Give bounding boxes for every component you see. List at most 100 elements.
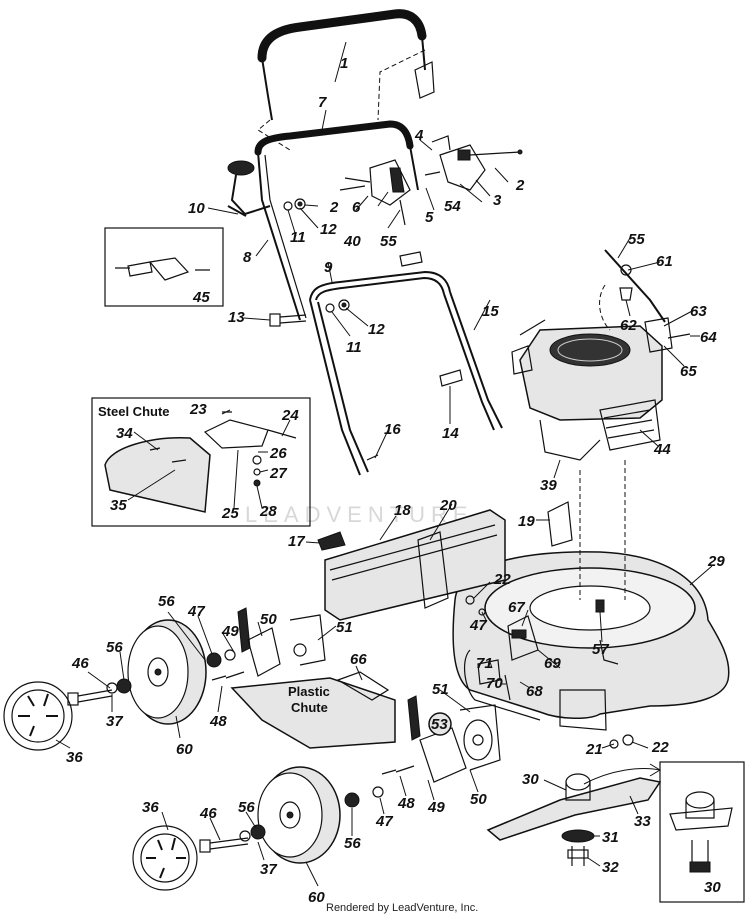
- middle-handle: [254, 120, 419, 321]
- callout-35: 35: [110, 497, 127, 514]
- callout-13: 13: [228, 309, 245, 326]
- callout-50: 50: [260, 611, 277, 628]
- handle-knob: [227, 160, 271, 217]
- callout-57: 57: [592, 641, 609, 658]
- nut-washer-21-22: [609, 734, 634, 749]
- callout-46b: 46: [199, 805, 217, 822]
- callout-60: 60: [176, 741, 193, 758]
- upper-handle: [257, 9, 435, 151]
- callout-22: 22: [493, 571, 511, 588]
- callout-51: 51: [336, 619, 353, 636]
- front-wheel: [132, 766, 384, 891]
- callout-62: 62: [620, 317, 637, 334]
- callout-10: 10: [188, 200, 205, 217]
- callout-23: 23: [189, 401, 207, 418]
- callout-33: 33: [634, 813, 651, 830]
- callout-67: 67: [508, 599, 525, 616]
- callout-56d: 56: [344, 835, 361, 852]
- callout-47b: 47: [469, 617, 487, 634]
- callouts: 1 7 4 2 3 54 5 55 40 6 2 12 11 10 8 45 9…: [66, 55, 725, 906]
- callout-28: 28: [259, 503, 277, 520]
- callout-20: 20: [439, 497, 457, 514]
- deck-hardware: [465, 595, 605, 701]
- callout-34: 34: [116, 425, 133, 442]
- callout-7: 7: [318, 94, 327, 111]
- callout-48: 48: [209, 713, 227, 730]
- callout-44: 44: [653, 441, 671, 458]
- callout-39: 39: [540, 477, 557, 494]
- lower-handle: [309, 251, 503, 476]
- rear-wheel-left: [3, 619, 236, 751]
- callout-32: 32: [602, 859, 619, 876]
- callout-36b: 36: [142, 799, 159, 816]
- plastic-chute-label-2: Chute: [291, 700, 328, 715]
- height-adjuster-right: [381, 695, 501, 783]
- throttle-cable: [599, 249, 691, 353]
- callout-46: 46: [71, 655, 89, 672]
- control-bracket: [339, 135, 523, 226]
- callout-45: 45: [192, 289, 210, 306]
- callout-56c: 56: [238, 799, 255, 816]
- callout-68: 68: [526, 683, 543, 700]
- nut-17: [317, 531, 346, 551]
- part-53-circle: [428, 712, 452, 736]
- blade-assembly: [486, 763, 662, 866]
- callout-4: 4: [414, 127, 424, 144]
- callout-5: 5: [425, 209, 434, 226]
- callout-66: 66: [350, 651, 367, 668]
- callout-25: 25: [221, 505, 239, 522]
- bolt-13: [269, 313, 307, 327]
- callout-55b: 55: [628, 231, 645, 248]
- callout-1: 1: [340, 55, 348, 72]
- plastic-chute: Plastic Chute: [230, 671, 396, 749]
- callout-30: 30: [522, 771, 539, 788]
- steel-chute-title: Steel Chute: [98, 404, 170, 419]
- callout-48b: 48: [397, 795, 415, 812]
- watermark: LEADVENTURE: [245, 502, 474, 527]
- callout-12b: 12: [368, 321, 385, 338]
- callout-56b: 56: [106, 639, 123, 656]
- detail-box-30: [659, 761, 745, 903]
- height-adjuster-left: [211, 607, 326, 681]
- callout-55: 55: [380, 233, 397, 250]
- callout-37b: 37: [260, 861, 277, 878]
- callout-26: 26: [269, 445, 287, 462]
- mower-deck: [452, 460, 730, 731]
- callout-6: 6: [352, 199, 361, 216]
- detail-box-45: [104, 227, 224, 307]
- callout-14: 14: [442, 425, 459, 442]
- washers-upper: [283, 198, 306, 211]
- callout-18: 18: [394, 502, 411, 519]
- callout-12: 12: [320, 221, 337, 238]
- callout-2b: 2: [329, 199, 339, 216]
- callout-27: 27: [269, 465, 287, 482]
- callout-50b: 50: [470, 791, 487, 808]
- callout-47: 47: [187, 603, 205, 620]
- washers-lower: [325, 299, 350, 313]
- callout-60b: 60: [308, 889, 325, 906]
- leader-lines: [55, 41, 713, 887]
- footer-credit: Rendered by LeadVenture, Inc.: [326, 902, 478, 914]
- callout-65: 65: [680, 363, 697, 380]
- callout-3: 3: [493, 192, 502, 209]
- callout-56: 56: [158, 593, 175, 610]
- callout-19: 19: [518, 513, 535, 530]
- callout-47c: 47: [375, 813, 393, 830]
- callout-37: 37: [106, 713, 123, 730]
- callout-54: 54: [444, 198, 461, 215]
- callout-30b: 30: [704, 879, 721, 896]
- callout-17: 17: [288, 533, 305, 550]
- callout-9: 9: [324, 259, 333, 276]
- callout-8: 8: [243, 249, 252, 266]
- callout-51b: 51: [432, 681, 449, 698]
- engine: [511, 319, 663, 461]
- callout-21: 21: [585, 741, 603, 758]
- callout-49b: 49: [427, 799, 445, 816]
- callout-29: 29: [707, 553, 725, 570]
- callout-2: 2: [515, 177, 525, 194]
- callout-36: 36: [66, 749, 83, 766]
- callout-64: 64: [700, 329, 717, 346]
- callout-11: 11: [290, 229, 306, 246]
- callout-71: 71: [476, 655, 493, 672]
